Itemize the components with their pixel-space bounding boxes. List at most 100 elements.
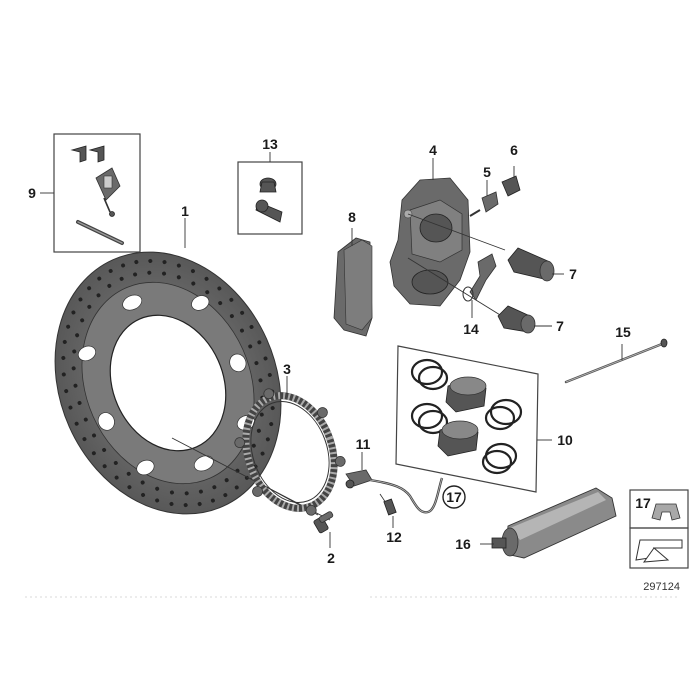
disc-perforation [183,503,188,508]
bleeder-cap-kit[interactable] [237,161,303,235]
disc-perforation [224,478,229,483]
label-3: 3 [283,361,291,377]
disc-perforation [169,501,174,506]
disc-perforation [82,437,87,442]
disc-perforation [74,421,79,426]
disc-perforation [71,310,76,315]
disc-perforation [77,400,82,405]
sensor-bolt[interactable] [379,493,397,516]
label-7-upper: 7 [569,266,577,282]
disc-perforation [75,333,80,338]
callout-circle-17 [442,485,466,509]
piston-seal-kit[interactable] [395,345,552,493]
abs-sensor[interactable] [345,452,444,514]
disc-perforation [190,269,195,274]
disc-perforation [66,324,71,329]
disc-perforation [204,276,209,281]
disc-perforation [218,301,223,306]
disc-perforation [249,324,254,329]
disc-perforation [248,344,253,349]
disc-perforation [212,485,217,490]
disc-perforation [254,361,259,366]
guide-pin[interactable] [564,338,668,384]
disc-perforation [127,485,132,490]
brake-caliper[interactable] [389,177,506,319]
disc-perforation [61,372,66,377]
disc-perforation [102,464,107,469]
disc-perforation [148,258,153,263]
disc-perforation [80,318,85,323]
disc-perforation [197,501,202,506]
disc-perforation [97,276,102,281]
disc-perforation [133,272,138,277]
bleeder-cap[interactable] [501,166,521,197]
brake-pads[interactable] [333,228,373,337]
brake-disc[interactable] [14,216,321,551]
label-1: 1 [181,203,189,219]
bleeder-valve[interactable] [469,191,499,217]
pad-retaining-kit[interactable] [53,133,141,253]
disc-perforation [64,389,69,394]
disc-perforation [102,447,107,452]
disc-perforation [162,271,167,276]
disc-perforation [78,297,83,302]
disc-perforation [140,480,145,485]
disc-perforation [155,486,160,491]
disc-perforation [73,383,78,388]
disc-perforation [87,286,92,291]
disc-perforation [96,293,101,298]
disc-perforation [270,406,275,411]
label-5: 5 [483,164,491,180]
disc-perforation [126,471,131,476]
disc-perforation [68,405,73,410]
label-10: 10 [557,432,573,448]
disc-perforation [234,485,239,490]
label-4: 4 [429,142,437,158]
abs-sensor-ring[interactable] [221,372,359,531]
disc-perforation [251,443,256,448]
disc-perforation [259,412,264,417]
retaining-spring[interactable] [462,253,497,318]
label-7-lower: 7 [556,318,564,334]
disc-perforation [240,310,245,315]
grease-tube[interactable] [480,487,617,559]
disc-perforation [71,366,76,371]
disc-perforation [87,304,92,309]
disc-perforation [141,492,146,497]
disc-perforation [184,491,189,496]
disc-perforation [229,314,234,319]
disc-perforation [229,297,234,302]
disc-perforation [205,290,210,295]
reference-number: 297124 [643,581,680,593]
disc-perforation [108,268,113,273]
disc-perforation [169,490,174,495]
disc-perforation [155,498,160,503]
leader-lines [40,152,488,548]
label-17-legend: 17 [635,495,651,511]
label-16: 16 [455,536,471,552]
label-14: 14 [463,321,479,337]
disc-perforation [114,475,119,480]
disc-perforation [198,489,203,494]
disc-perforation [162,260,167,265]
disc-perforation [119,276,124,281]
disc-perforation [210,498,215,503]
disc-perforation [263,356,268,361]
disc-perforation [176,275,181,280]
disc-perforation [191,281,196,286]
disc-perforation [147,270,152,275]
disc-perforation [61,355,66,360]
label-9: 9 [28,185,36,201]
disc-perforation [260,451,265,456]
disc-perforation [258,378,263,383]
disc-perforation [91,451,96,456]
disc-perforation [107,283,112,288]
disc-perforation [176,263,181,268]
disc-perforation [223,493,228,498]
label-8: 8 [348,209,356,225]
disc-perforation [257,340,262,345]
label-2: 2 [327,550,335,566]
caliper-bolt-lower[interactable] [497,305,552,334]
caliper-bolt-upper[interactable] [507,247,564,282]
